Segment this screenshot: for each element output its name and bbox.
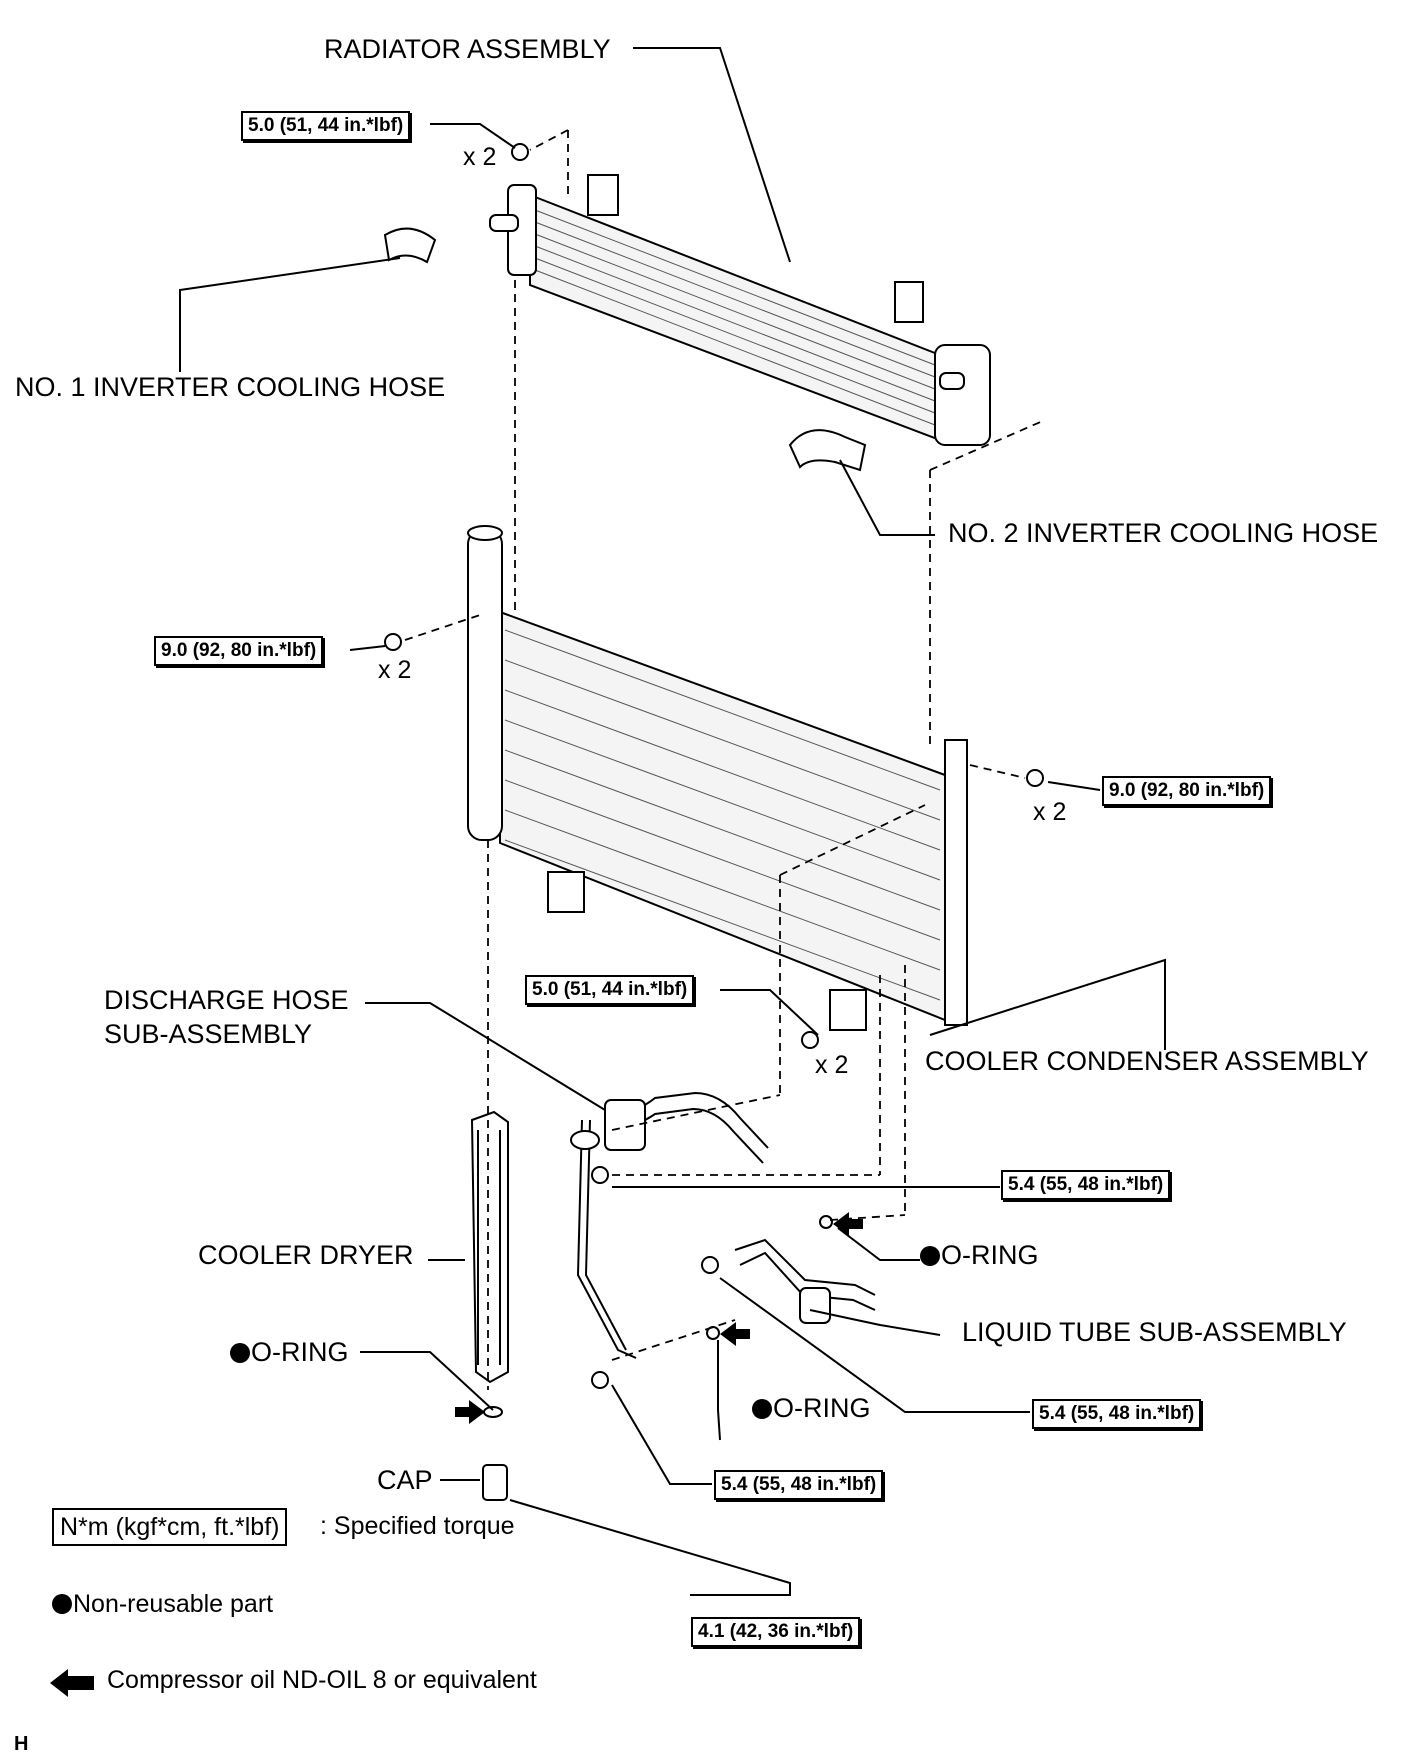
oil-arrow-icon bbox=[833, 1212, 863, 1236]
torque-discharge-hose-bolt: 5.4 (55, 48 in.*lbf) bbox=[1001, 1170, 1171, 1200]
label-radiator-assembly: RADIATOR ASSEMBLY bbox=[324, 34, 611, 64]
label-no2-inverter-cooling-hose: NO. 2 INVERTER COOLING HOSE bbox=[948, 518, 1379, 548]
label-no1-inverter-cooling-hose: NO. 1 INVERTER COOLING HOSE bbox=[15, 372, 446, 402]
qty-radiator-bolts: x 2 bbox=[463, 143, 497, 171]
label-cap: CAP bbox=[377, 1465, 433, 1495]
figure-id: H bbox=[14, 1733, 29, 1755]
legend-torque-description: : Specified torque bbox=[320, 1512, 515, 1540]
legend-non-reusable: Non-reusable part bbox=[52, 1590, 273, 1619]
non-reusable-dot-icon bbox=[52, 1594, 72, 1614]
bolts bbox=[384, 143, 1044, 1389]
label-cooler-dryer: COOLER DRYER bbox=[198, 1240, 414, 1270]
non-reusable-dot-icon bbox=[752, 1399, 772, 1419]
legend-compressor-oil: Compressor oil ND-OIL 8 or equivalent bbox=[107, 1666, 537, 1694]
label-cooler-condenser-assembly: COOLER CONDENSER ASSEMBLY bbox=[925, 1046, 1369, 1076]
torque-condenser-left-bolts: 9.0 (92, 80 in.*lbf) bbox=[154, 636, 324, 666]
radiator-assembly bbox=[489, 174, 991, 446]
label-discharge-hose-line2: SUB-ASSEMBLY bbox=[104, 1019, 313, 1049]
discharge-hose-shape bbox=[576, 1119, 637, 1359]
label-o-ring-condenser: O-RING bbox=[920, 1240, 1039, 1270]
label-discharge-hose-line1: DISCHARGE HOSE bbox=[104, 985, 349, 1015]
label-o-ring-dryer: O-RING bbox=[230, 1337, 349, 1367]
torque-liquid-tube-bolt: 5.4 (55, 48 in.*lbf) bbox=[1032, 1399, 1202, 1429]
qty-condenser-right-bolts: x 2 bbox=[1033, 798, 1067, 826]
label-liquid-tube-sub-assembly: LIQUID TUBE SUB-ASSEMBLY bbox=[962, 1317, 1347, 1347]
torque-discharge-lower-bolt: 5.4 (55, 48 in.*lbf) bbox=[714, 1470, 884, 1500]
cap-shape bbox=[482, 1464, 508, 1501]
qty-condenser-bottom-bolts: x 2 bbox=[815, 1051, 849, 1079]
torque-radiator-bolts: 5.0 (51, 44 in.*lbf) bbox=[241, 111, 411, 141]
legend-torque-box: N*m (kgf*cm, ft.*lbf) bbox=[52, 1508, 288, 1546]
condenser-assembly bbox=[467, 525, 968, 1031]
hose-1-shape bbox=[383, 227, 437, 264]
non-reusable-dot-icon bbox=[230, 1343, 250, 1363]
non-reusable-dot-icon bbox=[920, 1246, 940, 1266]
oil-arrow-icon bbox=[455, 1400, 485, 1424]
label-o-ring-liquid-tube: O-RING bbox=[752, 1393, 871, 1423]
torque-cap: 4.1 (42, 36 in.*lbf) bbox=[691, 1617, 861, 1647]
torque-condenser-right-bolts: 9.0 (92, 80 in.*lbf) bbox=[1102, 776, 1272, 806]
hose-2-shape bbox=[788, 429, 867, 472]
torque-condenser-bottom-bolts: 5.0 (51, 44 in.*lbf) bbox=[525, 975, 695, 1005]
oil-arrow-icon bbox=[50, 1669, 94, 1697]
oil-arrow-icon bbox=[720, 1322, 750, 1346]
qty-condenser-left-bolts: x 2 bbox=[378, 656, 412, 684]
